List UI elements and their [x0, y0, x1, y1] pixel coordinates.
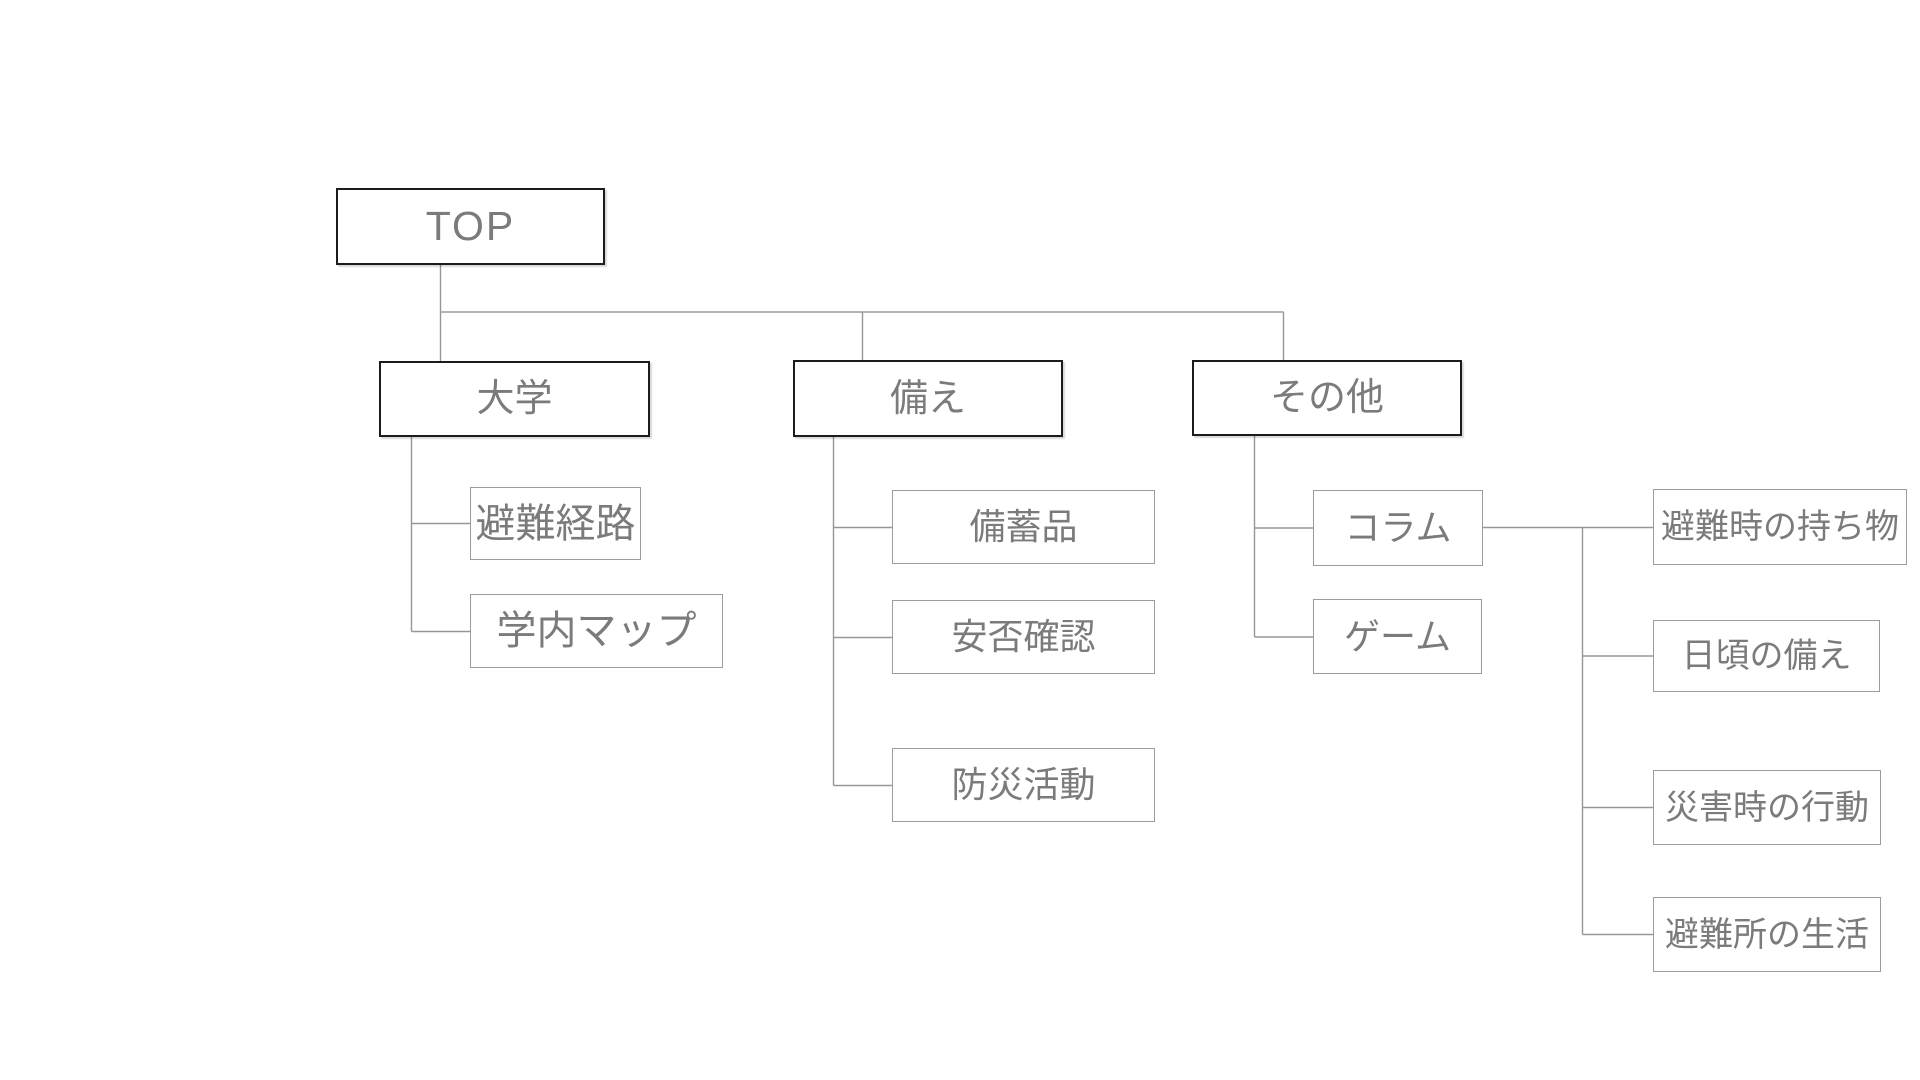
connector-root-to-branches: [439, 265, 1285, 361]
node-game[interactable]: ゲーム: [1313, 599, 1482, 674]
node-column[interactable]: コラム: [1313, 490, 1483, 566]
node-safety-confirmation-label: 安否確認: [951, 616, 1096, 657]
node-university-label: 大学: [476, 378, 553, 420]
node-column-label: コラム: [1344, 507, 1452, 548]
node-stockpile-label: 備蓄品: [969, 506, 1078, 547]
node-campus-map-label: 学内マップ: [496, 609, 697, 653]
node-daily-preparation[interactable]: 日頃の備え: [1653, 620, 1880, 692]
node-disaster-actions-label: 災害時の行動: [1665, 788, 1869, 827]
node-preparation-label: 備え: [889, 377, 966, 420]
node-evacuation-items[interactable]: 避難時の持ち物: [1653, 489, 1907, 565]
connector-university-children: [410, 437, 470, 633]
node-game-label: ゲーム: [1344, 615, 1451, 657]
node-top[interactable]: TOP: [336, 188, 605, 265]
node-preparation[interactable]: 備え: [793, 360, 1063, 437]
node-safety-confirmation[interactable]: 安否確認: [892, 600, 1155, 674]
node-disaster-activity-label: 防災活動: [951, 764, 1096, 805]
node-stockpile[interactable]: 備蓄品: [892, 490, 1155, 564]
node-others-label: その他: [1269, 377, 1384, 419]
node-shelter-life-label: 避難所の生活: [1665, 915, 1869, 954]
node-shelter-life[interactable]: 避難所の生活: [1653, 897, 1881, 972]
node-disaster-actions[interactable]: 災害時の行動: [1653, 770, 1881, 845]
node-others[interactable]: その他: [1192, 360, 1462, 436]
connector-column-children: [1483, 526, 1653, 936]
node-campus-map[interactable]: 学内マップ: [470, 594, 723, 668]
node-disaster-activity[interactable]: 防災活動: [892, 748, 1155, 822]
node-evacuation-items-label: 避難時の持ち物: [1661, 508, 1899, 546]
connector-others-children: [1253, 436, 1313, 638]
connector-preparation-children: [832, 437, 892, 787]
node-daily-preparation-label: 日頃の備え: [1681, 637, 1852, 675]
node-top-label: TOP: [425, 203, 516, 249]
node-university[interactable]: 大学: [379, 361, 650, 437]
node-evacuation-route[interactable]: 避難経路: [470, 487, 641, 560]
node-evacuation-route-label: 避難経路: [475, 501, 636, 546]
